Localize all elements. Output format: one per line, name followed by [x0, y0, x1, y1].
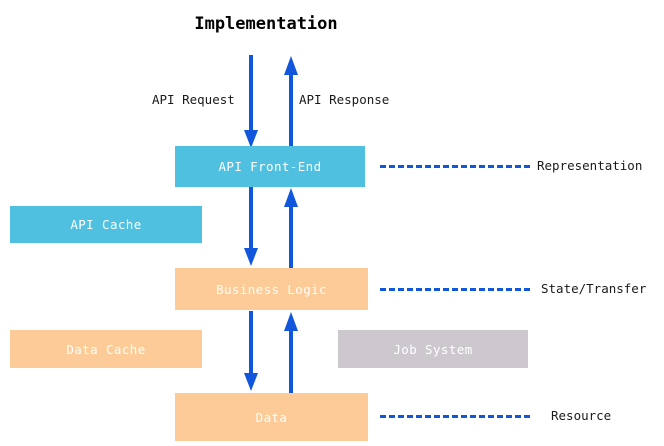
node-data[interactable]: Data [175, 393, 368, 441]
arrow-logic-to-frontend [284, 188, 298, 268]
dashed-connector-state-transfer [380, 288, 530, 291]
node-job-system[interactable]: Job System [338, 330, 528, 368]
dashed-connector-resource [380, 415, 530, 418]
flow-label-api-request: API Request [152, 92, 235, 107]
node-business-logic[interactable]: Business Logic [175, 268, 368, 310]
tier-label-resource: Resource [551, 408, 612, 423]
node-api-front-end[interactable]: API Front-End [175, 146, 365, 187]
arrow-response-from-frontend [284, 56, 298, 146]
tier-label-representation: Representation [537, 158, 643, 173]
arrow-frontend-to-logic [244, 187, 258, 266]
page-title: Implementation [194, 14, 338, 34]
node-api-cache[interactable]: API Cache [10, 206, 202, 243]
arrow-logic-to-data [244, 311, 258, 391]
arrow-request-into-frontend [244, 55, 258, 148]
node-data-cache[interactable]: Data Cache [10, 330, 202, 368]
arrow-data-to-logic [284, 312, 298, 393]
dashed-connector-representation [380, 165, 530, 168]
flow-label-api-response: API Response [299, 92, 390, 107]
tier-label-state-transfer: State/Transfer [541, 281, 647, 296]
